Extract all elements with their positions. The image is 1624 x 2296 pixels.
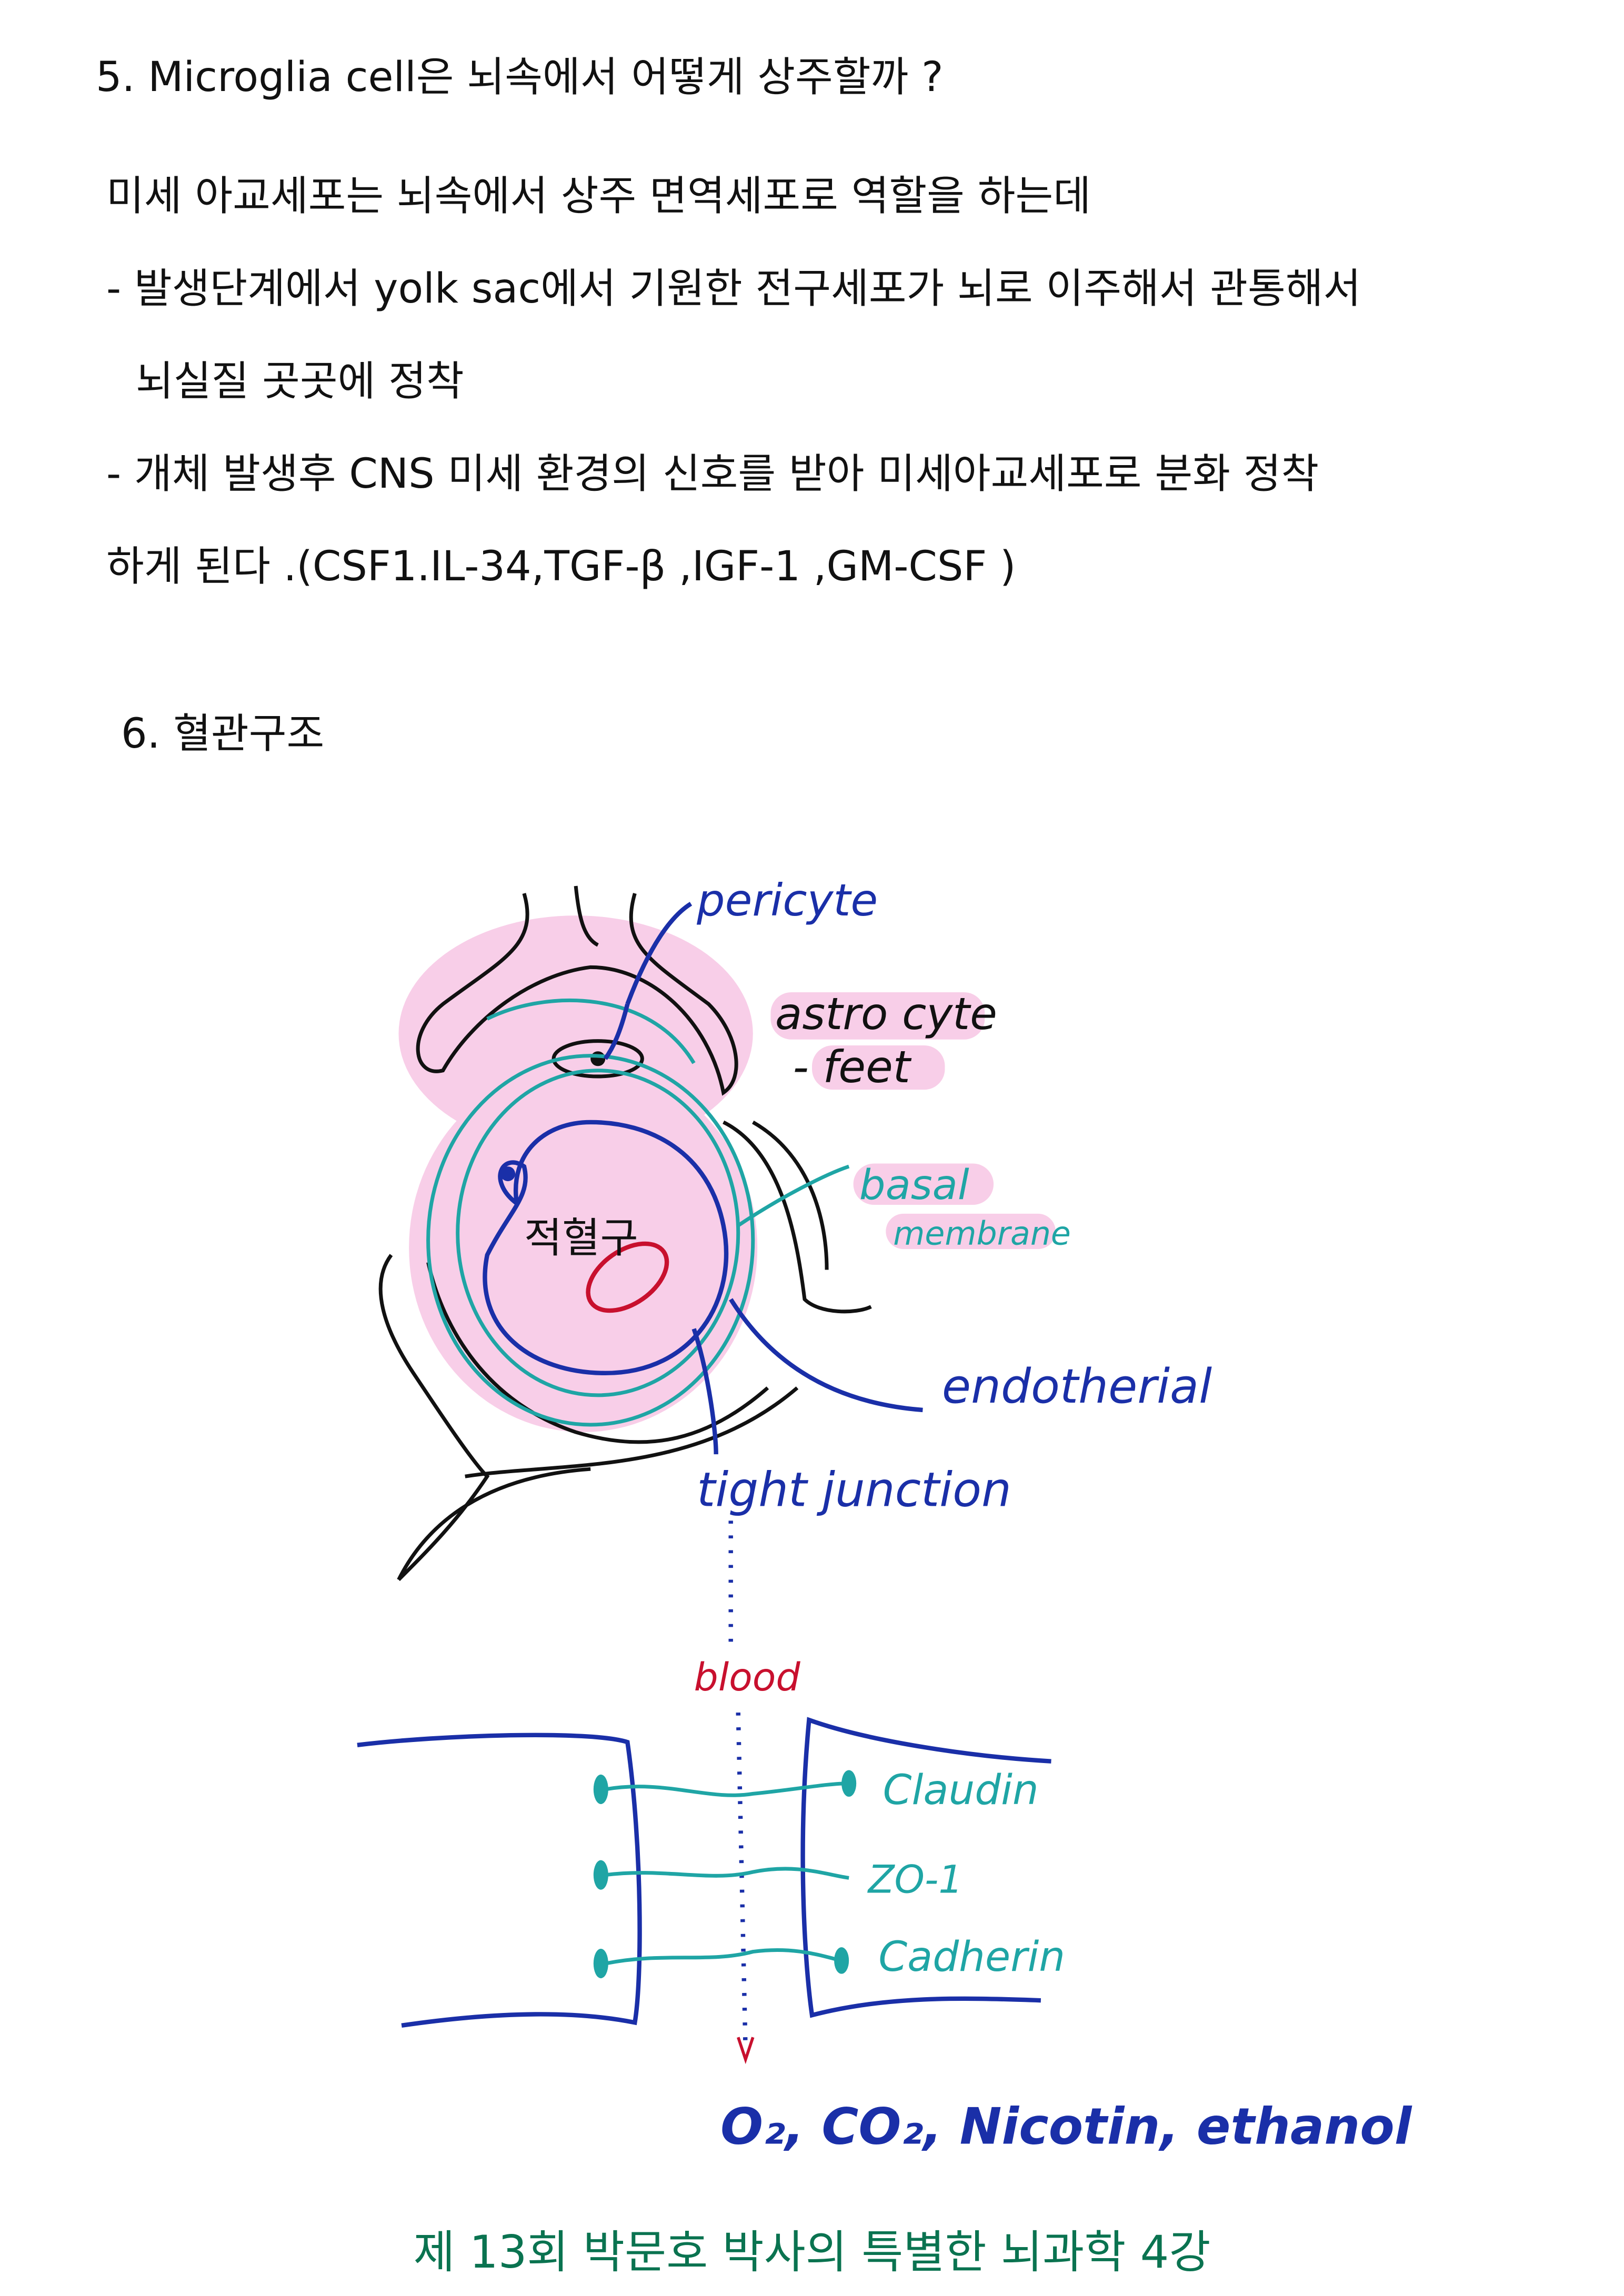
- label-basal: basal: [859, 1161, 969, 1209]
- arrow-head-icon: [737, 2037, 755, 2065]
- section5-line-5: 하게 된다 .(CSF1.IL-34,TGF-β ,IGF-1 ,GM-CSF …: [106, 543, 1016, 590]
- section5-line-2: - 발생단계에서 yolk sac에서 기원한 전구세포가 뇌로 이주해서 관통…: [106, 265, 1361, 313]
- junction-proteins: [605, 1781, 849, 1966]
- section5-heading: 5. Microglia cell은 뇌속에서 어떻게 상주할까 ?: [96, 54, 944, 101]
- label-pericyte: pericyte: [696, 874, 878, 926]
- section5-line-4: - 개체 발생후 CNS 미세 환경의 신호를 받아 미세아교세포로 분화 정착: [106, 450, 1319, 498]
- red-blood-cell: [586, 1241, 669, 1313]
- claudin-anchor-right: [841, 1770, 857, 1797]
- label-astrocyte: astro cyte: [775, 988, 997, 1040]
- section5-line-3: 뇌실질 곳곳에 정착: [136, 358, 464, 405]
- astrocyte-outline: [378, 885, 872, 1582]
- nucleus-dot: [500, 1166, 516, 1182]
- junction-cells: [357, 1717, 1051, 2028]
- cadherin-anchor-right: [834, 1947, 849, 1974]
- footer-caption: 제 13회 박문호 박사의 특별한 뇌과학 4강: [413, 2226, 1211, 2279]
- endothelial-cell: [483, 902, 923, 1455]
- claudin-anchor-left: [593, 1774, 608, 1805]
- section6-heading: 6. 혈관구조: [121, 710, 325, 758]
- section5-line-1: 미세 아교세포는 뇌속에서 상주 면역세포로 역할을 하는데: [106, 173, 1091, 220]
- pink-highlight: [398, 915, 1056, 1433]
- label-membrane: membrane: [893, 1215, 1071, 1253]
- label-cadherin: Cadherin: [878, 1932, 1065, 1981]
- label-red-blood-cell: 적혈구: [524, 1214, 638, 1262]
- label-zo1: ZO-1: [867, 1857, 963, 1902]
- label-endothelial: endotherial: [942, 1360, 1212, 1414]
- basal-membrane: [426, 998, 850, 1427]
- zo1-anchor-left: [593, 1860, 608, 1890]
- pericyte-nucleus: [590, 1051, 606, 1066]
- label-blood: blood: [694, 1655, 801, 1700]
- label-tight-junction: tight junction: [697, 1463, 1011, 1517]
- label-claudin: Claudin: [883, 1766, 1039, 1814]
- cadherin-anchor-left: [593, 1948, 608, 1979]
- dotted-path: [728, 1520, 748, 2052]
- label-feet: - feet: [793, 1041, 912, 1093]
- label-molecules: O₂, CO₂, Nicotin, ethanol: [720, 2097, 1412, 2156]
